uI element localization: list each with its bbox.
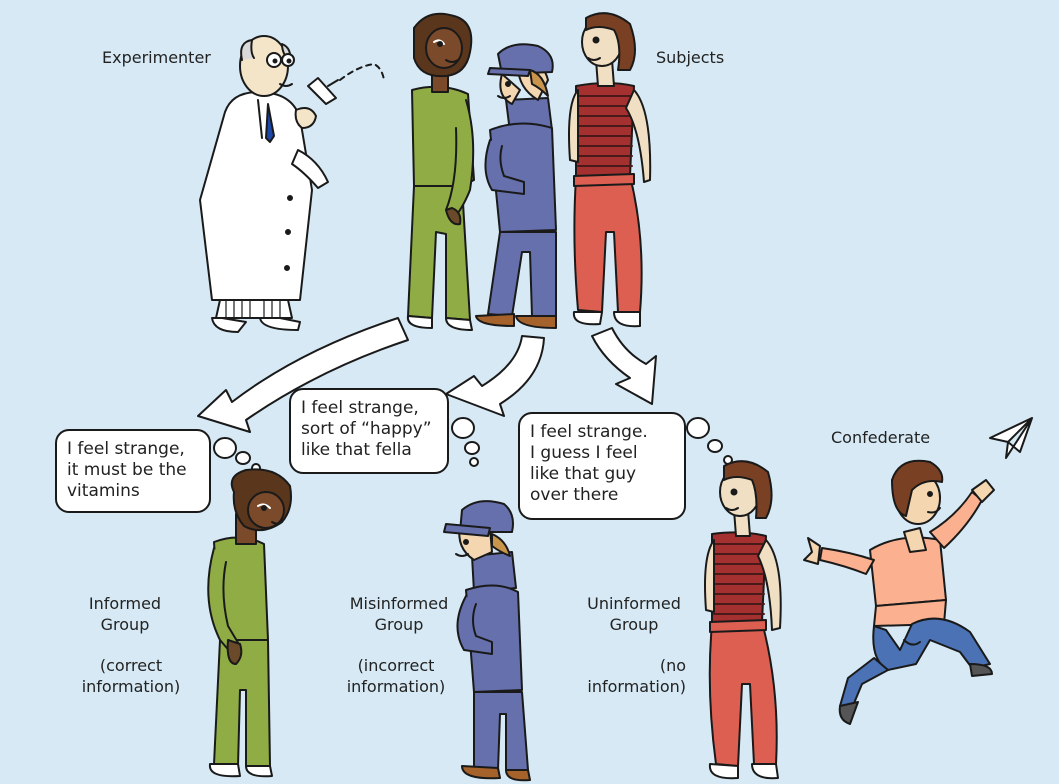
subject-green-top: [406, 12, 475, 331]
subject-red-top: [568, 12, 652, 328]
confederate-figure: [803, 459, 995, 725]
arrow-to-uninformed: [591, 327, 657, 405]
misinformed-thought-bubble: I feel strange, sort of “happy” like tha…: [289, 388, 449, 474]
experimenter-figure: [199, 35, 385, 333]
uninformed-subject-figure: [704, 460, 782, 780]
misinformed-subject-figure: [443, 500, 531, 782]
informed-subject-figure: [207, 468, 292, 778]
informed-thought-bubble: I feel strange, it must be the vitamins: [55, 429, 211, 513]
informed-group-label: Informed Group: [88, 594, 162, 634]
experimenter-label: Experimenter: [102, 48, 211, 67]
subject-blue-top: [475, 43, 557, 329]
uninformed-group-label: Uninformed Group: [587, 594, 681, 634]
paper-airplane: [989, 417, 1033, 459]
arrow-to-misinformed: [445, 335, 545, 417]
arrow-to-informed: [197, 317, 409, 433]
subjects-label: Subjects: [656, 48, 725, 67]
confederate-label: Confederate: [831, 428, 931, 447]
uninformed-group-note: (no information): [587, 656, 686, 696]
informed-group-note: (correct information): [81, 656, 181, 696]
uninformed-thought-bubble: I feel strange. I guess I feel like that…: [518, 412, 686, 520]
misinformed-group-note: (incorrect information): [346, 656, 446, 696]
misinformed-group-label: Misinformed Group: [349, 594, 449, 634]
